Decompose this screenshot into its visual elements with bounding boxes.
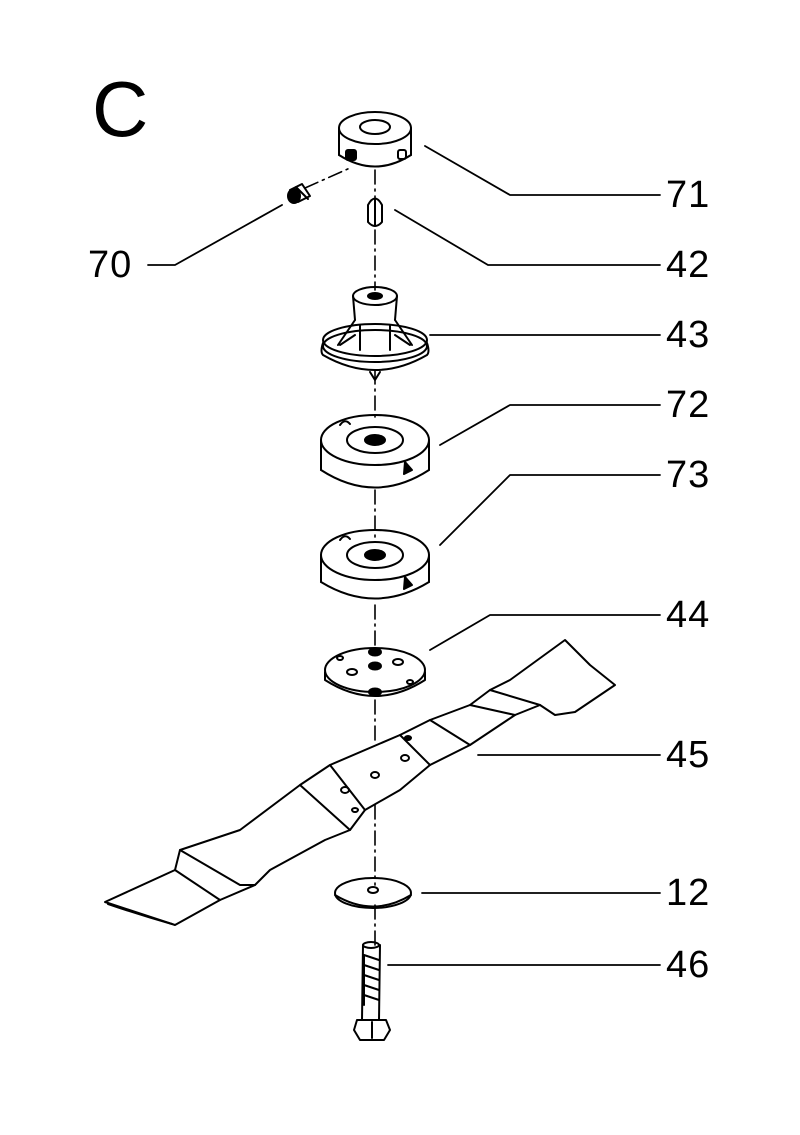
- callout-45: 45: [666, 734, 711, 776]
- part-73-spacer: [320, 529, 430, 600]
- part-71-collar: [338, 111, 412, 168]
- part-70-set-screw: [287, 183, 311, 204]
- leader-73: [439, 474, 661, 546]
- callout-42: 42: [666, 244, 711, 286]
- callout-46: 46: [666, 944, 711, 986]
- leader-71: [424, 145, 661, 196]
- part-72-spacer: [320, 414, 430, 489]
- part-42-key: [367, 197, 383, 227]
- leader-44: [429, 614, 661, 651]
- callout-70: 70: [88, 244, 133, 286]
- part-43-blade-adapter: [320, 286, 430, 381]
- callout-73: 73: [666, 454, 711, 496]
- callout-43: 43: [666, 314, 711, 356]
- part-44-plate: [324, 647, 426, 697]
- leader-lines: [147, 145, 661, 966]
- part-45-blade: [104, 639, 616, 926]
- callout-12: 12: [666, 872, 711, 914]
- part-12-washer: [334, 877, 412, 909]
- leader-72: [439, 404, 661, 446]
- callout-44: 44: [666, 594, 711, 636]
- callout-71: 71: [666, 174, 711, 216]
- leader-70: [147, 204, 283, 266]
- callout-72: 72: [666, 384, 711, 426]
- section-letter: C: [92, 65, 149, 153]
- leader-42: [394, 209, 661, 266]
- part-46-bolt: [353, 941, 391, 1041]
